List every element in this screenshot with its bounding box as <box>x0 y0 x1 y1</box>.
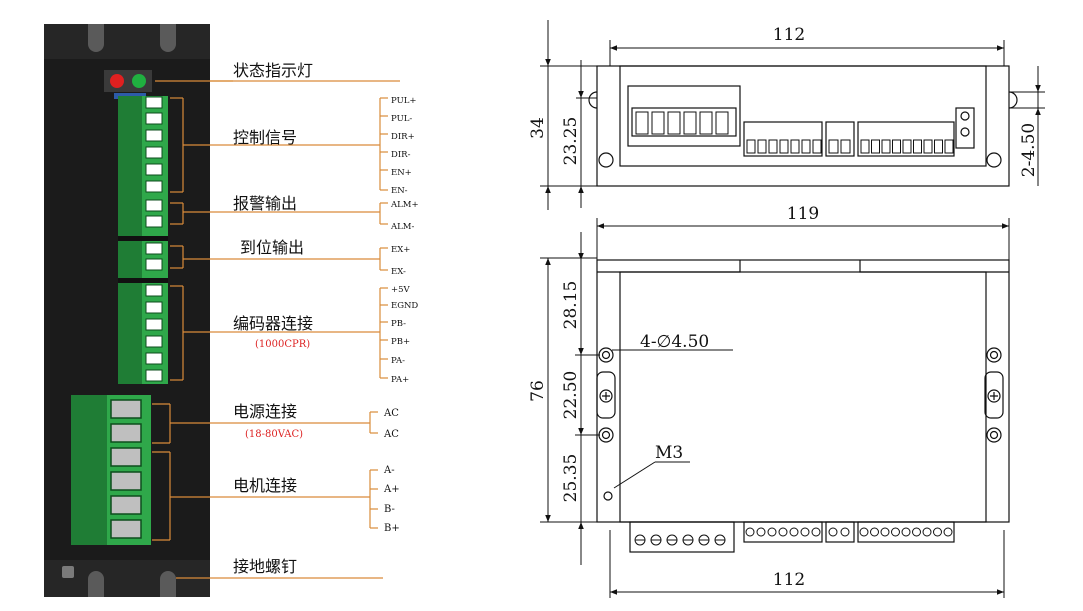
dim-d1: 28.15 <box>561 281 581 330</box>
driver-front-panel <box>44 24 210 597</box>
mount-hole-icon <box>598 347 614 363</box>
pin-a-minus: A- <box>383 465 395 476</box>
signal-pin-slots <box>145 96 163 382</box>
pin-pb-minus: PB- <box>391 319 406 329</box>
dim-top-width: 112 <box>773 25 805 45</box>
dim-flange: 2-4.50 <box>1019 123 1039 177</box>
side-view-drawing <box>588 65 1018 187</box>
pin-ac-2: AC <box>383 429 399 440</box>
dim-height-inner: 23.25 <box>561 117 581 166</box>
pin-slot <box>145 163 163 176</box>
pin-b-plus: B+ <box>384 523 400 534</box>
bottom-view-outline <box>596 259 1010 523</box>
pin-slot <box>145 146 163 159</box>
pin-alm-plus: ALM+ <box>390 200 419 210</box>
pin-pb-plus: PB+ <box>391 337 410 347</box>
pin-pa-minus: PA- <box>391 356 405 366</box>
pin-pul-minus: PUL- <box>391 114 412 124</box>
led-red-icon <box>110 74 124 88</box>
pin-a-plus: A+ <box>383 484 400 495</box>
pin-slot <box>110 399 142 419</box>
ground-screw-icon <box>599 389 613 403</box>
dim-front-width: 119 <box>787 204 819 224</box>
pin-b-minus: B- <box>384 504 395 515</box>
pin-slot <box>145 258 163 271</box>
pin-slot <box>145 284 163 297</box>
bottom-view-drawing <box>596 259 1010 553</box>
label-alarm-output: 报警输出 <box>233 194 297 213</box>
side-view-outline <box>596 65 1010 187</box>
dim-bottom-width: 112 <box>773 570 805 590</box>
pin-ex-minus: EX- <box>391 267 406 277</box>
pin-alm-minus: ALM- <box>390 222 414 232</box>
pin-5v: +5V <box>391 285 411 295</box>
dim-hole: 4-∅4.50 <box>640 332 709 352</box>
label-ground-screw: 接地螺钉 <box>233 557 297 576</box>
pin-slot <box>145 199 163 212</box>
pin-slot <box>110 471 142 491</box>
dim-depth-total: 76 <box>528 380 548 402</box>
pin-en-plus: EN+ <box>391 168 412 178</box>
label-power-connect: 电源连接 <box>233 402 297 421</box>
label-inposition-output: 到位输出 <box>240 238 304 257</box>
pin-slot <box>145 369 163 382</box>
pin-dir-plus: DIR+ <box>391 132 415 142</box>
dim-d2: 22.50 <box>561 371 581 420</box>
pin-slot <box>145 301 163 314</box>
label-encoder-connect: 编码器连接 <box>233 314 313 333</box>
label-motor-connect: 电机连接 <box>233 476 297 495</box>
dimension-lines <box>540 20 1045 598</box>
dim-screw: M3 <box>655 443 683 463</box>
pin-dir-minus: DIR- <box>391 150 411 160</box>
pin-slot <box>145 335 163 348</box>
pin-slot <box>145 112 163 125</box>
mount-slot-top-left <box>88 24 104 52</box>
pin-slot <box>145 242 163 255</box>
pin-ex-plus: EX+ <box>391 245 410 255</box>
pin-slot <box>110 519 142 539</box>
pin-ac-1: AC <box>383 408 399 419</box>
dim-d3: 25.35 <box>561 454 581 503</box>
pin-slot <box>145 180 163 193</box>
pin-slot <box>145 318 163 331</box>
pin-slot <box>145 129 163 142</box>
side-terminal <box>627 85 741 147</box>
label-encoder-spec: (1000CPR) <box>255 339 310 350</box>
pin-slot <box>145 352 163 365</box>
pin-slot <box>110 447 142 467</box>
pin-slot <box>145 215 163 228</box>
pin-en-minus: EN- <box>391 186 408 196</box>
mount-slot-top-right <box>160 24 176 52</box>
pin-slot <box>110 423 142 443</box>
pin-slot <box>145 96 163 109</box>
pin-pul-plus: PUL+ <box>391 96 417 106</box>
label-control-signal: 控制信号 <box>233 128 297 147</box>
leader-lines <box>152 80 400 579</box>
label-power-spec: (18-80VAC) <box>245 429 303 440</box>
label-status-led: 状态指示灯 <box>233 61 313 80</box>
pin-egnd: EGND <box>391 301 418 311</box>
pin-labels: PUL+ PUL- DIR+ DIR- EN+ EN- ALM+ ALM- EX… <box>383 96 419 534</box>
mount-nub <box>62 566 74 578</box>
pin-slot <box>110 495 142 515</box>
pin-pa-plus: PA+ <box>391 375 409 385</box>
power-motor-pin-slots <box>110 399 142 539</box>
led-green-icon <box>132 74 146 88</box>
mount-slot-bottom-left <box>88 571 104 597</box>
top-flange <box>44 24 210 59</box>
dim-height-total: 34 <box>528 117 548 139</box>
ground-screw-hole <box>160 571 176 597</box>
